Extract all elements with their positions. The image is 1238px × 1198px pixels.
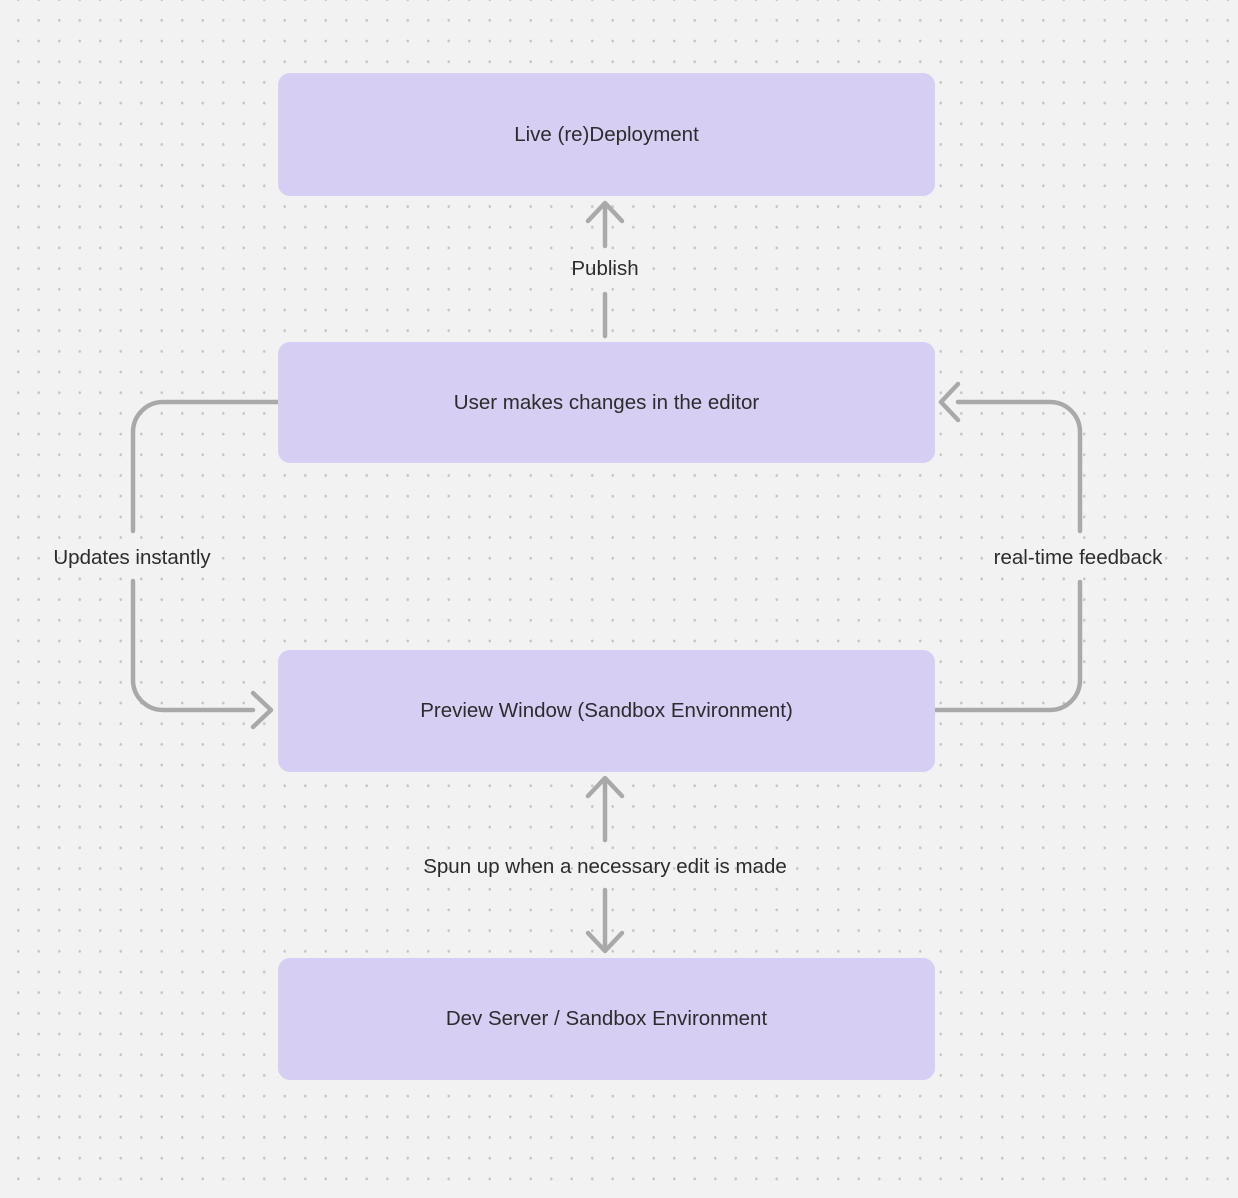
updates-arrow-upper [130, 399, 281, 534]
node-preview-window[interactable]: Preview Window (Sandbox Environment) [278, 650, 935, 772]
edge-publish-arrow[interactable] [585, 200, 625, 339]
edge-spun-up-arrow[interactable] [585, 775, 625, 954]
spun-up-arrowhead-up-icon [585, 775, 625, 799]
edge-label-spun-up[interactable]: Spun up when a necessary edit is made [423, 855, 787, 878]
publish-arrowhead-up-icon [585, 200, 625, 224]
feedback-arrow-upper [955, 399, 1083, 534]
feedback-arrow-lower [932, 579, 1083, 713]
node-label: Preview Window (Sandbox Environment) [420, 699, 793, 722]
spun-up-arrowhead-down-icon [585, 930, 625, 954]
node-user-editor[interactable]: User makes changes in the editor [278, 342, 935, 463]
feedback-arrowhead-left-icon [938, 381, 961, 423]
edge-label-updates-instantly[interactable]: Updates instantly [53, 546, 211, 569]
node-label: Live (re)Deployment [514, 122, 699, 146]
node-live-redeployment[interactable]: Live (re)Deployment [278, 73, 935, 196]
updates-arrow-lower [130, 578, 256, 713]
updates-arrowhead-right-icon [250, 690, 274, 730]
edge-updates-instantly-arrow[interactable] [130, 399, 281, 730]
edge-label-real-time-feedback[interactable]: real-time feedback [993, 546, 1163, 569]
node-label: User makes changes in the editor [453, 390, 760, 414]
edge-label-publish[interactable]: Publish [571, 257, 639, 280]
node-label: Dev Server / Sandbox Environment [445, 1007, 768, 1030]
edge-real-time-feedback-arrow[interactable] [932, 381, 1083, 713]
node-dev-server[interactable]: Dev Server / Sandbox Environment [278, 958, 935, 1080]
